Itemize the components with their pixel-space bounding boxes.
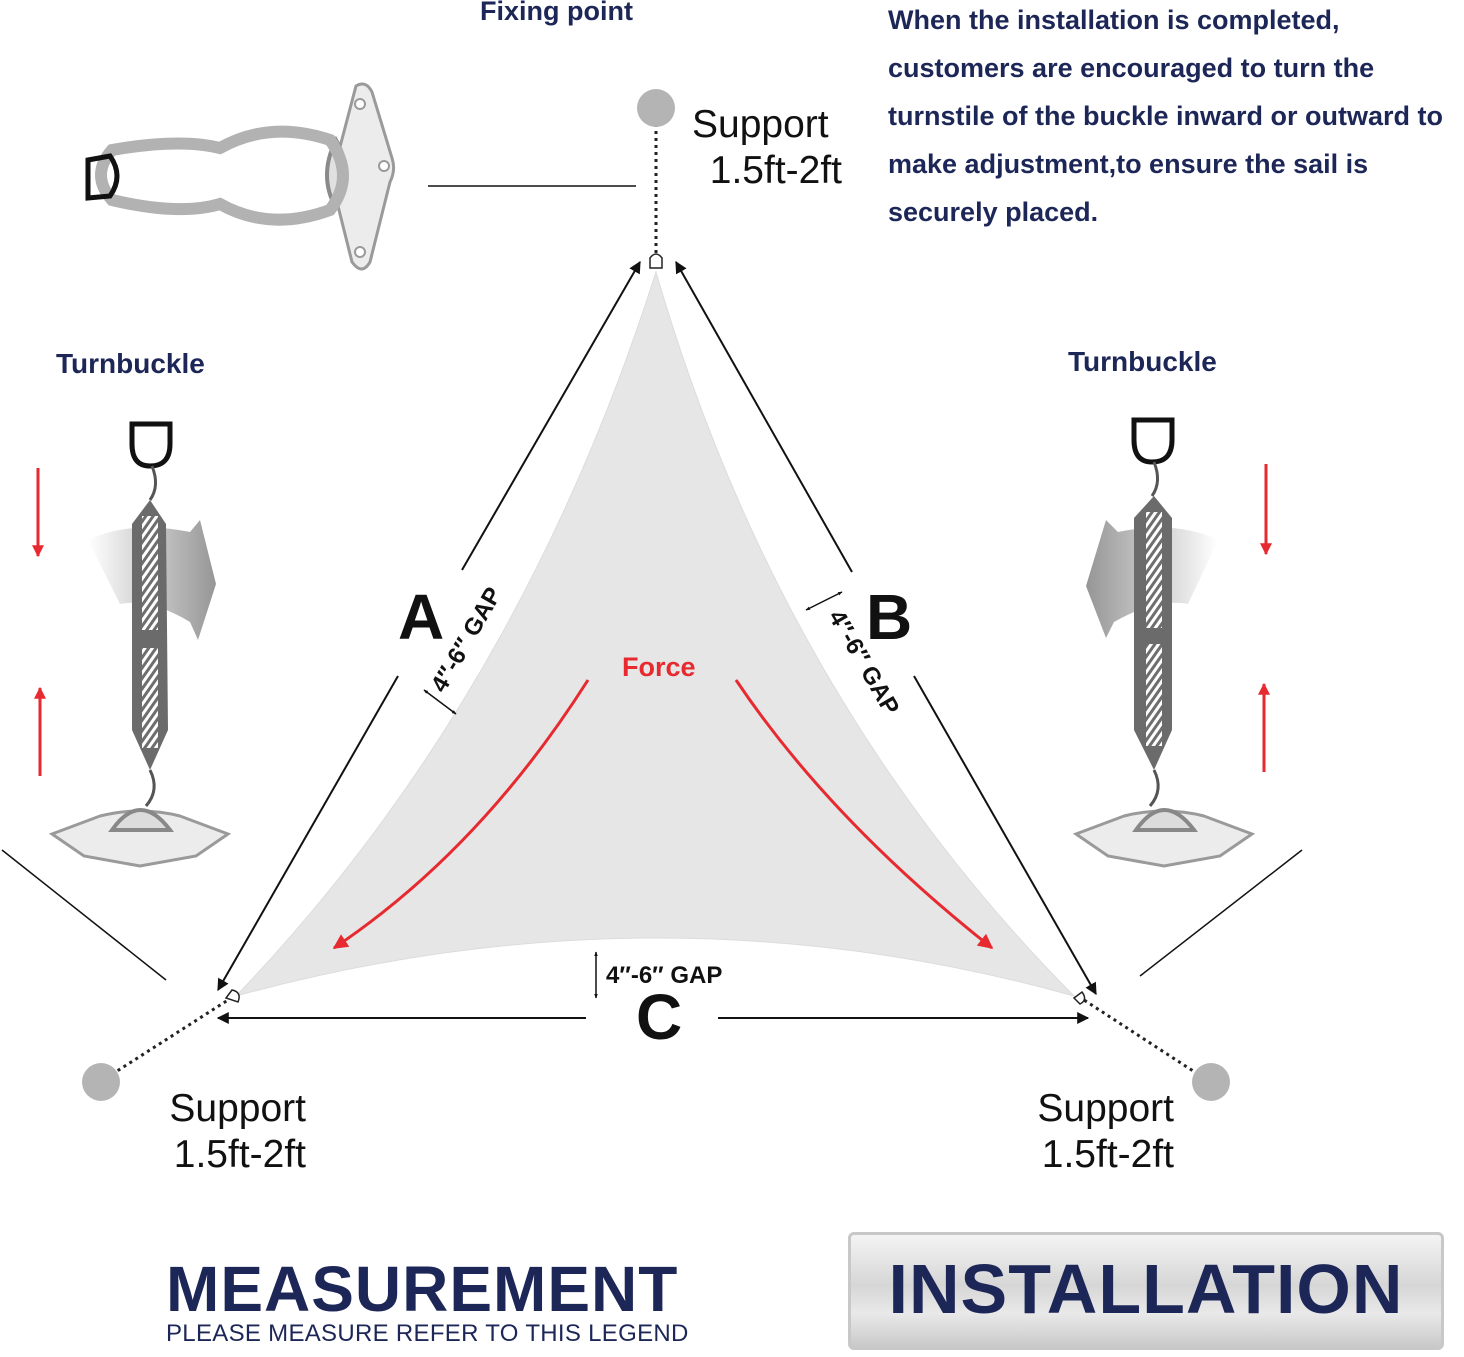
- force-label: Force: [622, 652, 696, 682]
- support-line-left: [99, 998, 229, 1084]
- turnbuckle-label-right: Turnbuckle: [1068, 346, 1217, 377]
- turnbuckle-icon: [1072, 417, 1256, 868]
- force-arrow-left: [332, 679, 590, 950]
- turnbuckle-label-left: Turnbuckle: [56, 348, 205, 379]
- support-right-title: Support: [1037, 1087, 1174, 1130]
- support-left-height: 1.5ft-2ft: [173, 1133, 306, 1176]
- leader-line-right: [1139, 849, 1303, 977]
- d-ring-icon: [224, 989, 240, 1003]
- support-line-right: [1083, 998, 1211, 1084]
- installation-note: When the installation is completed, cust…: [888, 5, 1444, 227]
- dimension-arrow-a-lower: [217, 675, 399, 992]
- fixing-point-label: Fixing point: [480, 0, 633, 26]
- dimension-arrow-b-lower: [913, 675, 1097, 996]
- gap-arrow-a: [423, 689, 457, 715]
- side-label-a: A: [398, 581, 445, 653]
- pad-eye-plate-with-snap-hook-icon: [85, 82, 396, 271]
- shade-sail: [234, 270, 1076, 997]
- dimension-arrow-a-upper: [461, 260, 641, 571]
- installation-title: INSTALLATION: [888, 1250, 1404, 1328]
- installation-banner: INSTALLATION: [848, 1232, 1444, 1350]
- d-ring-icon: [649, 253, 663, 269]
- side-label-b: B: [866, 581, 913, 653]
- gap-arrow-b: [805, 591, 843, 611]
- support-post-dot-icon: [82, 1063, 120, 1101]
- side-label-c: C: [636, 981, 683, 1053]
- support-post-dot-icon: [637, 89, 675, 127]
- support-left: Support 1.5ft-2ft: [150, 1086, 306, 1178]
- support-right: Support 1.5ft-2ft: [1018, 1086, 1174, 1178]
- support-top-height: 1.5ft-2ft: [709, 149, 842, 192]
- force-arrow-right: [734, 679, 994, 950]
- leader-line-left: [1, 849, 167, 981]
- dimension-arrow-b-upper: [675, 260, 853, 573]
- support-left-title: Support: [169, 1087, 306, 1130]
- support-post-dot-icon: [1192, 1063, 1230, 1101]
- measurement-subtitle: PLEASE MEASURE REFER TO THIS LEGEND: [166, 1320, 689, 1347]
- measurement-title: MEASUREMENT: [166, 1253, 679, 1325]
- turnbuckle-icon: [48, 421, 232, 868]
- gap-label-c: 4″-6″ GAP: [606, 962, 723, 989]
- support-top: Support 1.5ft-2ft: [692, 102, 842, 194]
- d-ring-icon: [1072, 990, 1086, 1005]
- support-top-title: Support: [692, 103, 829, 146]
- support-right-height: 1.5ft-2ft: [1041, 1133, 1174, 1176]
